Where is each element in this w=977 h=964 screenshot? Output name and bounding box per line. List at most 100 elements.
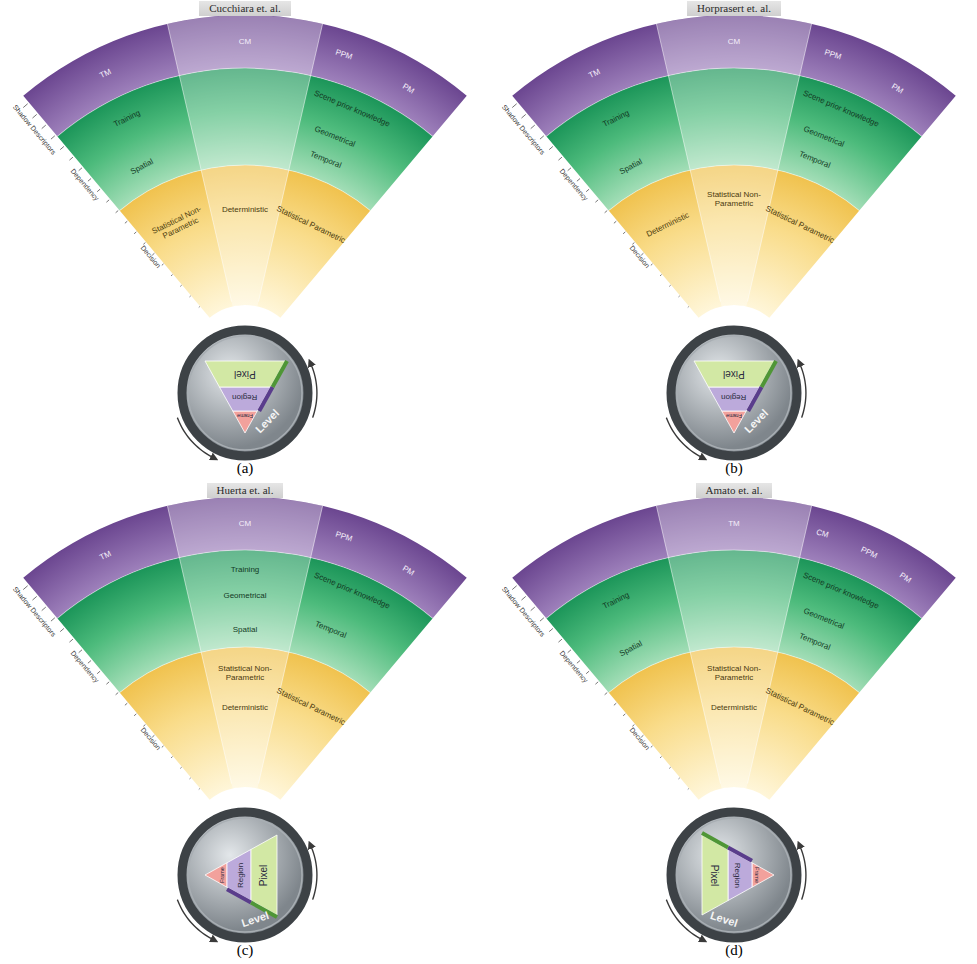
panel-caption: (d) — [725, 942, 743, 959]
edge-tick — [660, 275, 661, 276]
band-divider — [57, 68, 433, 137]
level-name: Pixel — [710, 864, 721, 886]
edge-tick — [32, 114, 36, 118]
level-name: Region — [238, 862, 247, 887]
rotation-arrow — [310, 363, 317, 418]
rotation-arrow — [799, 363, 806, 418]
sector-divider — [258, 506, 322, 784]
level-name: Frame — [219, 867, 225, 883]
edge-tick — [651, 746, 653, 747]
edge-tick — [23, 104, 27, 108]
wheel-disc — [182, 330, 308, 456]
level-text: Level — [240, 909, 270, 929]
level-name: Region — [721, 392, 746, 401]
frame-level — [722, 411, 746, 433]
edge-tick — [134, 232, 136, 234]
level-text: Level — [253, 407, 281, 435]
edge-tick — [88, 660, 91, 663]
region-edge — [227, 889, 251, 902]
edge-tick — [106, 200, 109, 202]
panel-caption: (c) — [237, 942, 254, 959]
edge-tick — [125, 703, 127, 705]
edge-tick — [134, 714, 136, 716]
fan — [23, 497, 467, 800]
dependency: Geometrical — [223, 592, 266, 601]
region-edge — [728, 847, 752, 860]
decision: Deterministic — [222, 704, 268, 713]
edge-tick — [97, 671, 100, 674]
level-wheel — [177, 812, 317, 940]
middle-sector — [167, 15, 322, 306]
decision: Statistical Non-Parametric — [212, 665, 278, 683]
edge-tick — [32, 596, 36, 600]
wheel-rim — [677, 336, 791, 450]
edge-tick — [51, 618, 55, 621]
level-text: Level — [709, 909, 739, 929]
sector-divider — [747, 506, 811, 784]
edge-tick — [106, 682, 109, 684]
edge-tick — [586, 671, 589, 674]
edge-tick — [79, 650, 82, 653]
panel-caption: (b) — [725, 460, 743, 477]
edge-tick — [42, 125, 46, 129]
title-text: Huerta et. al. — [217, 484, 274, 496]
edge-tick — [198, 306, 200, 308]
level-name: Pixel — [259, 864, 270, 886]
edge-tick — [623, 714, 625, 716]
descriptor: CM — [239, 520, 251, 529]
edge-tick — [69, 157, 73, 160]
edge-tick — [568, 168, 571, 171]
edge-tick — [180, 285, 181, 286]
edge-tick — [605, 211, 608, 213]
edge-tick — [614, 221, 616, 223]
pixel-edge — [273, 361, 287, 387]
edge-tick — [568, 650, 571, 653]
edge-tick — [623, 232, 625, 234]
edge-tick — [521, 114, 525, 118]
edge-tick — [116, 211, 119, 213]
level-name: Pixel — [723, 369, 745, 380]
edge-tick — [79, 168, 82, 171]
band-divider — [119, 646, 370, 693]
level-pyramid — [205, 361, 287, 433]
band-divider — [546, 68, 922, 137]
edge-tick — [60, 628, 64, 631]
rotation-arrow — [310, 845, 317, 900]
edge-tick — [531, 125, 535, 129]
edge-tick — [660, 757, 661, 758]
level-wheel — [666, 330, 806, 458]
rotation-arrow — [177, 418, 214, 459]
panel-caption: (a) — [237, 460, 254, 477]
title-text: Amato et. al. — [706, 484, 763, 496]
edge-tick — [198, 788, 200, 790]
title-tab: Cucchiara et. al. — [199, 1, 290, 16]
edge-tick — [531, 607, 535, 611]
edge-tick — [42, 607, 46, 611]
edge-tick — [125, 221, 127, 223]
edge-tick — [512, 104, 516, 108]
title-tab: Amato et. al. — [696, 483, 773, 498]
edge-tick — [162, 264, 164, 265]
edge-tick — [679, 295, 680, 297]
sector-divider — [747, 24, 811, 302]
wheel-disc — [671, 330, 797, 456]
edge-tick — [558, 639, 562, 642]
edge-tick — [162, 746, 164, 747]
edge-tick — [687, 788, 689, 790]
frame-level — [205, 863, 227, 887]
level-text: Level — [742, 407, 770, 435]
title-tab: Horprasert et. al. — [687, 1, 781, 16]
edge-tick — [651, 264, 653, 265]
rotation-arrow — [666, 418, 703, 459]
frame-level — [233, 411, 257, 433]
sector-divider — [167, 506, 231, 784]
edge-tick — [97, 189, 100, 192]
decision: Statistical Non-Parametric — [701, 191, 767, 209]
edge-tick — [577, 660, 580, 663]
edge-tick — [51, 136, 55, 139]
fan — [23, 15, 467, 318]
wheel-disc — [182, 812, 308, 938]
dependency: Training — [231, 566, 260, 575]
level-name: Region — [733, 862, 742, 887]
edge-tick — [88, 178, 91, 181]
